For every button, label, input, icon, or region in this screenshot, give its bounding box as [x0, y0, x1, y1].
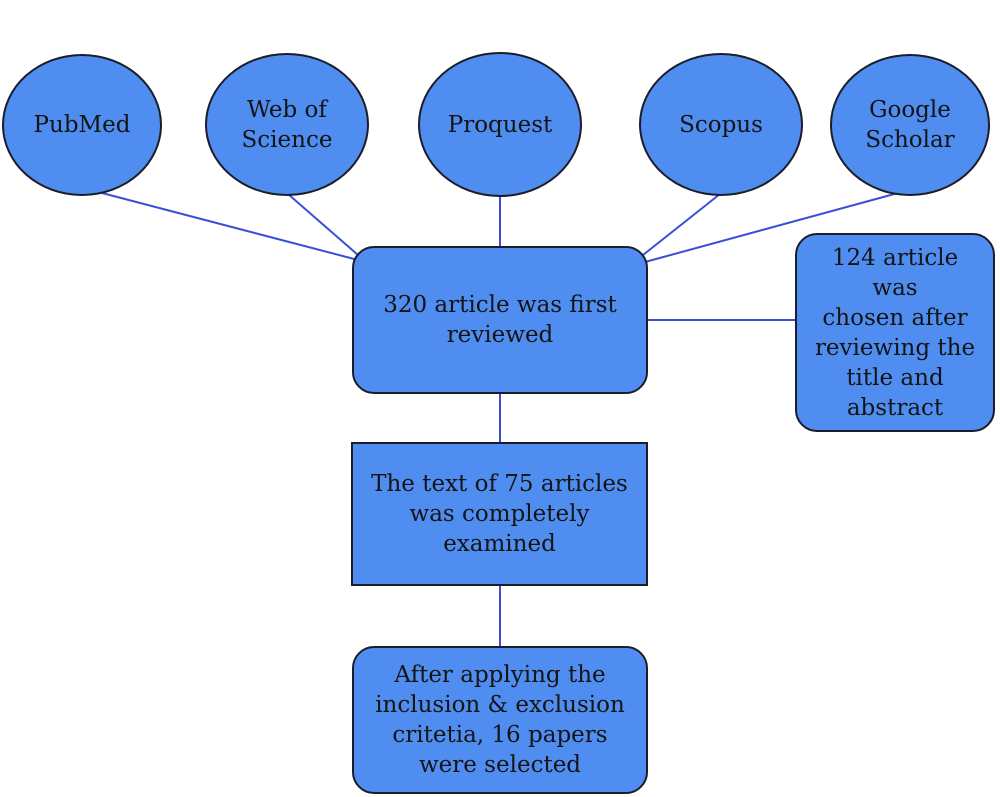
connector-pubmed-to-first-review	[101, 192, 359, 261]
connector-wos-to-first-review	[287, 193, 359, 256]
source-label: Scopus	[679, 111, 763, 138]
source-label: PubMed	[33, 112, 131, 138]
full-text-box: The text of 75 articles was completely e…	[351, 442, 648, 586]
connector-scopus-to-first-review	[642, 193, 721, 256]
first-review-label: 320 article was first reviewed	[383, 292, 617, 348]
source-label: Proquest	[447, 111, 553, 138]
source-web-of-science: Web of Science	[205, 53, 369, 196]
source-label: Web of Science	[241, 96, 333, 153]
selected-papers-box: After applying the inclusion & exclusion…	[352, 646, 648, 794]
source-proquest: Proquest	[418, 52, 582, 197]
source-label: Google Scholar	[865, 97, 955, 153]
source-google-scholar: Google Scholar	[830, 54, 990, 196]
connector-scholar-to-first-review	[644, 192, 899, 263]
selected-papers-label: After applying the inclusion & exclusion…	[375, 662, 625, 778]
source-pubmed: PubMed	[2, 54, 162, 196]
first-review-box: 320 article was first reviewed	[352, 246, 648, 394]
title-abstract-label: 124 article was chosen after reviewing t…	[814, 244, 976, 421]
title-abstract-box: 124 article was chosen after reviewing t…	[795, 233, 995, 432]
source-scopus: Scopus	[639, 53, 803, 196]
full-text-label: The text of 75 articles was completely e…	[371, 471, 628, 557]
